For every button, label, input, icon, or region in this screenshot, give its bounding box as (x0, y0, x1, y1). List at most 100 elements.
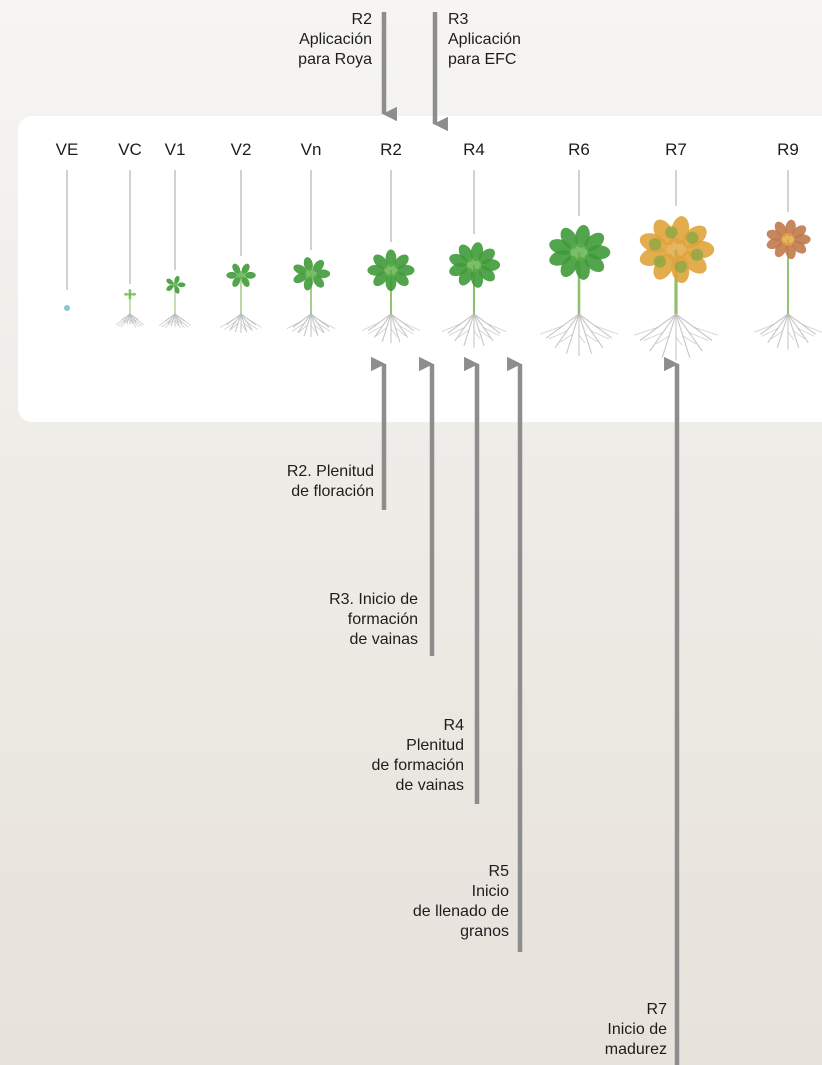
plant-root (578, 334, 586, 344)
plant-leaf (648, 238, 662, 251)
plant-leaf (560, 227, 578, 250)
plant-leaf (791, 225, 807, 239)
plant-root (682, 335, 697, 345)
stage-label-r7: R7 (665, 140, 687, 159)
plant-leaf (665, 226, 678, 239)
stage-label-r9: R9 (777, 140, 799, 159)
label-line: de vainas (349, 631, 419, 648)
label-r5-llenado-granos: R5 Inicio de llenado de granos (413, 862, 509, 942)
plant-leaf (570, 243, 588, 262)
plant-root (655, 335, 670, 345)
plant-root (688, 332, 709, 341)
top-label-line: R2 (351, 11, 372, 28)
plant-root (457, 329, 470, 339)
plant-leaf (241, 263, 250, 274)
plant-leaf (232, 263, 241, 274)
label-line: de llenado de (412, 903, 509, 920)
plant-leaf (312, 259, 325, 273)
plant-leaf (458, 244, 473, 263)
plant-root (578, 313, 613, 339)
plant-root (675, 313, 713, 341)
plant-leaf (166, 278, 174, 285)
plant-root (585, 333, 598, 343)
arrows (371, 12, 680, 1065)
plant-root (473, 330, 481, 340)
label-line: madurez (604, 1041, 667, 1058)
plant-root (548, 330, 568, 340)
plant-root (229, 322, 239, 332)
plant-root (246, 321, 258, 330)
label-line: Plenitud (406, 737, 464, 754)
plant-leaf (690, 248, 704, 261)
plant-r2 (361, 249, 421, 344)
plant-root (560, 333, 573, 343)
label-line: R2. Plenitud (286, 463, 374, 480)
plant-leaf (128, 292, 132, 297)
label-line: R7 (646, 1001, 667, 1018)
stage-label-r4: R4 (463, 140, 485, 159)
plant-root (590, 330, 610, 340)
plant-root (693, 326, 719, 336)
plant-ve (64, 305, 70, 311)
plant-vn (286, 257, 336, 338)
plant-root (545, 313, 580, 339)
plant-root (390, 313, 409, 338)
plant-root (132, 317, 143, 327)
plant-root (164, 319, 174, 329)
plant-root (158, 317, 171, 326)
plant-leaf (64, 305, 70, 311)
plant-root (178, 318, 189, 328)
plant-leaf (686, 231, 699, 244)
plant-leaf (674, 260, 687, 273)
label-line: Inicio de (607, 1021, 667, 1038)
plant-leaf (303, 276, 313, 291)
top-label-line: para EFC (448, 51, 517, 68)
label-line: R4 (443, 717, 464, 734)
plant-root (675, 336, 683, 346)
label-line: formación (347, 611, 418, 628)
stage-label-v2: V2 (230, 140, 252, 159)
stage-label-vc: VC (118, 140, 142, 159)
plant-root (220, 319, 234, 328)
plant-root (310, 325, 318, 334)
label-r7-inicio-madurez: R7 Inicio de madurez (605, 1000, 667, 1060)
plant-root (179, 317, 192, 326)
plant-v2 (220, 263, 262, 333)
plant-leaf (385, 273, 397, 292)
plant-leaf (384, 263, 398, 278)
plant-leaf (131, 292, 137, 296)
plant-leaf (236, 271, 246, 280)
plant-root (793, 330, 805, 340)
plant-leaf (653, 219, 675, 246)
stage-leader-lines (66, 170, 789, 290)
plant-leaf (394, 254, 409, 269)
plant-r4 (441, 242, 507, 348)
label-r2-plenitud-floracion: R2. Plenitud de floración (287, 462, 374, 502)
plant-root (595, 325, 618, 335)
plant-root (174, 313, 180, 327)
plant-leaf (575, 257, 590, 280)
label-line: de vainas (395, 777, 465, 794)
plant-root (117, 317, 128, 327)
label-line: Inicio (471, 883, 509, 900)
plant-root (402, 322, 421, 331)
plant-root (131, 318, 140, 328)
plant-root (753, 323, 775, 333)
plant-leaf (174, 286, 180, 294)
stage-label-r6: R6 (568, 140, 590, 159)
plant-root (771, 330, 783, 340)
plant-leaf (293, 273, 307, 284)
plant-root (801, 323, 822, 333)
plant-root (133, 316, 145, 326)
label-line: R5 (488, 863, 509, 880)
plant-leaf (312, 275, 325, 288)
plant-root (390, 328, 398, 337)
plant-root (761, 327, 779, 337)
plant-leaf (665, 238, 687, 261)
plant-root (395, 327, 407, 337)
top-label-line: Aplicación (299, 31, 372, 48)
plant-root (399, 325, 414, 335)
plant-root (483, 327, 500, 336)
plant-leaf (373, 254, 388, 269)
plant-leaf (774, 221, 788, 238)
